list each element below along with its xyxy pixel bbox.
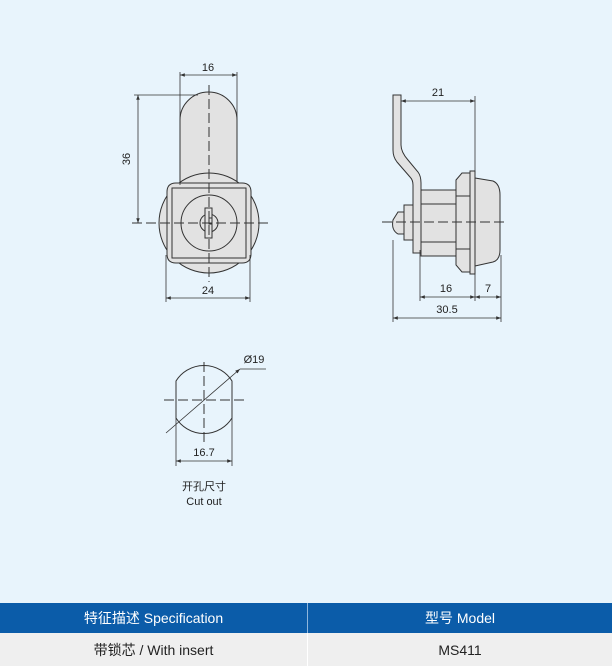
spec-table: 特征描述 Specification 型号 Model 带锁芯 / With i… <box>0 603 612 666</box>
dim-cutout-diameter: Ø19 <box>244 354 265 366</box>
dim-front-width-top: 16 <box>202 62 214 74</box>
table-row: 带锁芯 / With insert MS411 <box>0 633 612 666</box>
header-specification: 特征描述 Specification <box>0 603 308 633</box>
dim-cutout-flat-width: 16.7 <box>193 447 214 459</box>
dim-side-head-length: 7 <box>485 283 491 295</box>
dim-side-cam-length: 21 <box>432 87 444 99</box>
cutout-label-en: Cut out <box>186 496 221 508</box>
cell-specification: 带锁芯 / With insert <box>0 633 308 666</box>
front-view: 16 36 24 <box>121 62 268 302</box>
dim-front-width-bottom: 24 <box>202 285 214 297</box>
dim-side-body-length: 16 <box>440 283 452 295</box>
cutout-view: Ø19 16.7 开孔尺寸 Cut out <box>164 354 266 508</box>
dim-side-overall-length: 30.5 <box>436 304 457 316</box>
side-view: 21 16 7 30.5 <box>382 87 506 322</box>
cutout-label-cn: 开孔尺寸 <box>182 479 226 493</box>
technical-drawing: 16 36 24 21 16 7 30.5 <box>0 0 612 603</box>
table-header-row: 特征描述 Specification 型号 Model <box>0 603 612 633</box>
dim-front-height: 36 <box>121 153 133 165</box>
header-model: 型号 Model <box>308 603 612 633</box>
cell-model: MS411 <box>308 633 612 666</box>
